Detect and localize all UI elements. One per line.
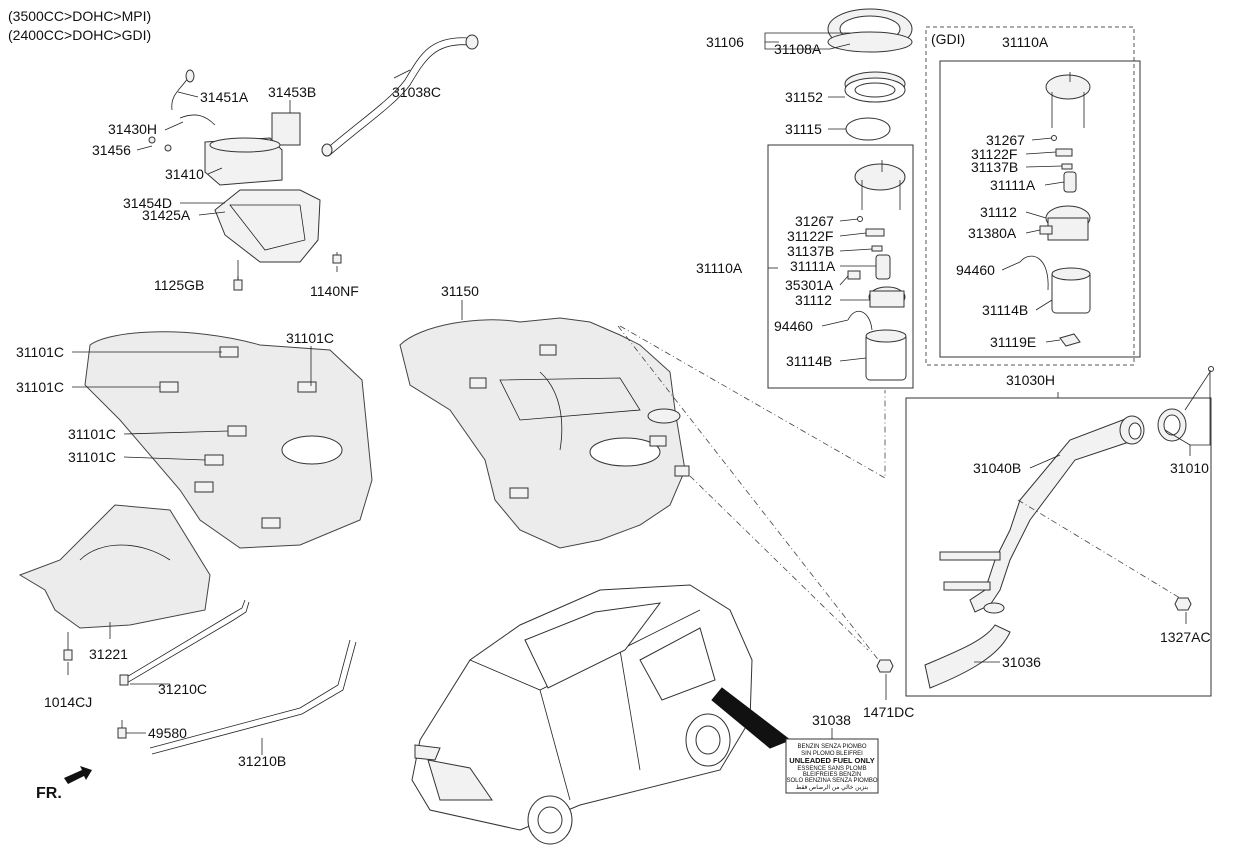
label-31112-gdi: 31112 — [980, 204, 1017, 220]
label-31038: 31038 — [812, 712, 851, 728]
svg-text:BENZIN SENZA PIOMBO: BENZIN SENZA PIOMBO — [797, 744, 866, 750]
label-31150: 31150 — [441, 283, 479, 299]
label-31380A: 31380A — [968, 225, 1017, 241]
label-35301A: 35301A — [785, 277, 834, 293]
label-31106: 31106 — [706, 34, 744, 50]
label-94460-gdi: 94460 — [956, 262, 995, 278]
label-31453B: 31453B — [268, 84, 316, 100]
label-31210B: 31210B — [238, 753, 286, 769]
label-31122F-gdi: 31122F — [971, 146, 1017, 162]
label-1014CJ: 1014CJ — [44, 694, 92, 710]
fuel-pump-module-main — [847, 160, 907, 381]
label-31112: 31112 — [795, 292, 832, 308]
label-1125GB: 1125GB — [154, 277, 204, 293]
part-labels: 31106 31108A 31152 31115 31110A 31267 31… — [16, 31, 1211, 802]
label-31137B-gdi: 31137B — [971, 159, 1018, 175]
label-31454D: 31454D — [123, 195, 172, 211]
front-direction-indicator — [64, 766, 92, 784]
label-31456: 31456 — [92, 142, 131, 158]
label-31101C-1: 31101C — [16, 344, 64, 360]
filler-neck-assembly — [876, 366, 1214, 689]
tank-strap-31210C — [119, 599, 250, 686]
svg-text:SOLO BENZINA SENZA PIOMBO: SOLO BENZINA SENZA PIOMBO — [786, 778, 877, 784]
label-31114B-gdi: 31114B — [982, 302, 1028, 318]
label-31101C-5: 31101C — [68, 449, 116, 465]
label-31267-gdi: 31267 — [986, 132, 1025, 148]
engine-variant-gdi: (2400CC>DOHC>GDI) — [8, 27, 152, 43]
label-1471DC: 1471DC — [863, 704, 914, 720]
label-31114B: 31114B — [786, 353, 832, 369]
label-31101C-4: 31101C — [68, 426, 116, 442]
label-31210C: 31210C — [158, 681, 207, 697]
label-31108A: 31108A — [774, 41, 822, 57]
svg-text:BLEIFREIES BENZIN: BLEIFREIES BENZIN — [803, 772, 861, 778]
fuel-label-sticker: BENZIN SENZA PIOMBO SIN PLOMO BLEIFREI U… — [785, 738, 879, 794]
svg-text:SIN PLOMO BLEIFREI: SIN PLOMO BLEIFREI — [801, 751, 863, 757]
engine-variant-mpi: (3500CC>DOHC>MPI) — [8, 8, 152, 24]
gasket-31115 — [845, 117, 891, 141]
label-31010: 31010 — [1170, 460, 1209, 476]
svg-text:UNLEADED FUEL ONLY: UNLEADED FUEL ONLY — [789, 756, 874, 765]
fuel-tank-31150 — [399, 317, 690, 549]
gdi-section-label: (GDI) — [931, 31, 965, 47]
gdi-pump-box — [939, 60, 1141, 358]
fuel-pump-cover-31108A — [827, 8, 913, 53]
filler-neck-box — [905, 397, 1212, 697]
reference-lines — [617, 325, 1181, 663]
label-31040B: 31040B — [973, 460, 1021, 476]
vehicle-illustration — [411, 584, 792, 845]
svg-text:ESSENCE SANS PLOMB: ESSENCE SANS PLOMB — [797, 766, 866, 772]
canister-assembly — [148, 34, 479, 291]
label-31111A: 31111A — [790, 258, 836, 274]
label-49580: 49580 — [148, 725, 187, 741]
label-31122F: 31122F — [787, 228, 833, 244]
label-1327AC: 1327AC — [1160, 629, 1211, 645]
label-31410: 31410 — [165, 166, 204, 182]
label-31115: 31115 — [785, 121, 822, 137]
label-31152: 31152 — [785, 89, 823, 105]
tank-protector-31221 — [18, 504, 211, 661]
label-31221: 31221 — [89, 646, 128, 662]
svg-text:بنزين خالي من الرصاص فقط: بنزين خالي من الرصاص فقط — [796, 784, 869, 791]
lock-ring-31152 — [844, 71, 906, 103]
label-31038C: 31038C — [392, 84, 441, 100]
pump-box — [767, 144, 914, 389]
heat-shield-31101C — [84, 331, 373, 549]
gdi-dashed-box — [925, 26, 1135, 366]
label-1140NF: 1140NF — [310, 283, 359, 299]
label-31101C-3: 31101C — [16, 379, 64, 395]
label-31111A-gdi: 31111A — [990, 177, 1036, 193]
label-31137B: 31137B — [787, 243, 834, 259]
label-31119E: 31119E — [990, 334, 1036, 350]
fuel-pump-module-gdi — [1019, 72, 1091, 347]
label-94460: 94460 — [774, 318, 813, 334]
leader-lines — [67, 32, 1211, 755]
label-31451A: 31451A — [200, 89, 249, 105]
label-31110A: 31110A — [696, 260, 743, 276]
label-31430H: 31430H — [108, 121, 157, 137]
label-31030H: 31030H — [1006, 372, 1055, 388]
front-label: FR. — [36, 785, 62, 802]
label-31110A-gdi: 31110A — [1002, 34, 1049, 50]
label-31036: 31036 — [1002, 654, 1041, 670]
label-31425A: 31425A — [142, 207, 191, 223]
label-31101C-2: 31101C — [286, 330, 334, 346]
label-31267: 31267 — [795, 213, 834, 229]
